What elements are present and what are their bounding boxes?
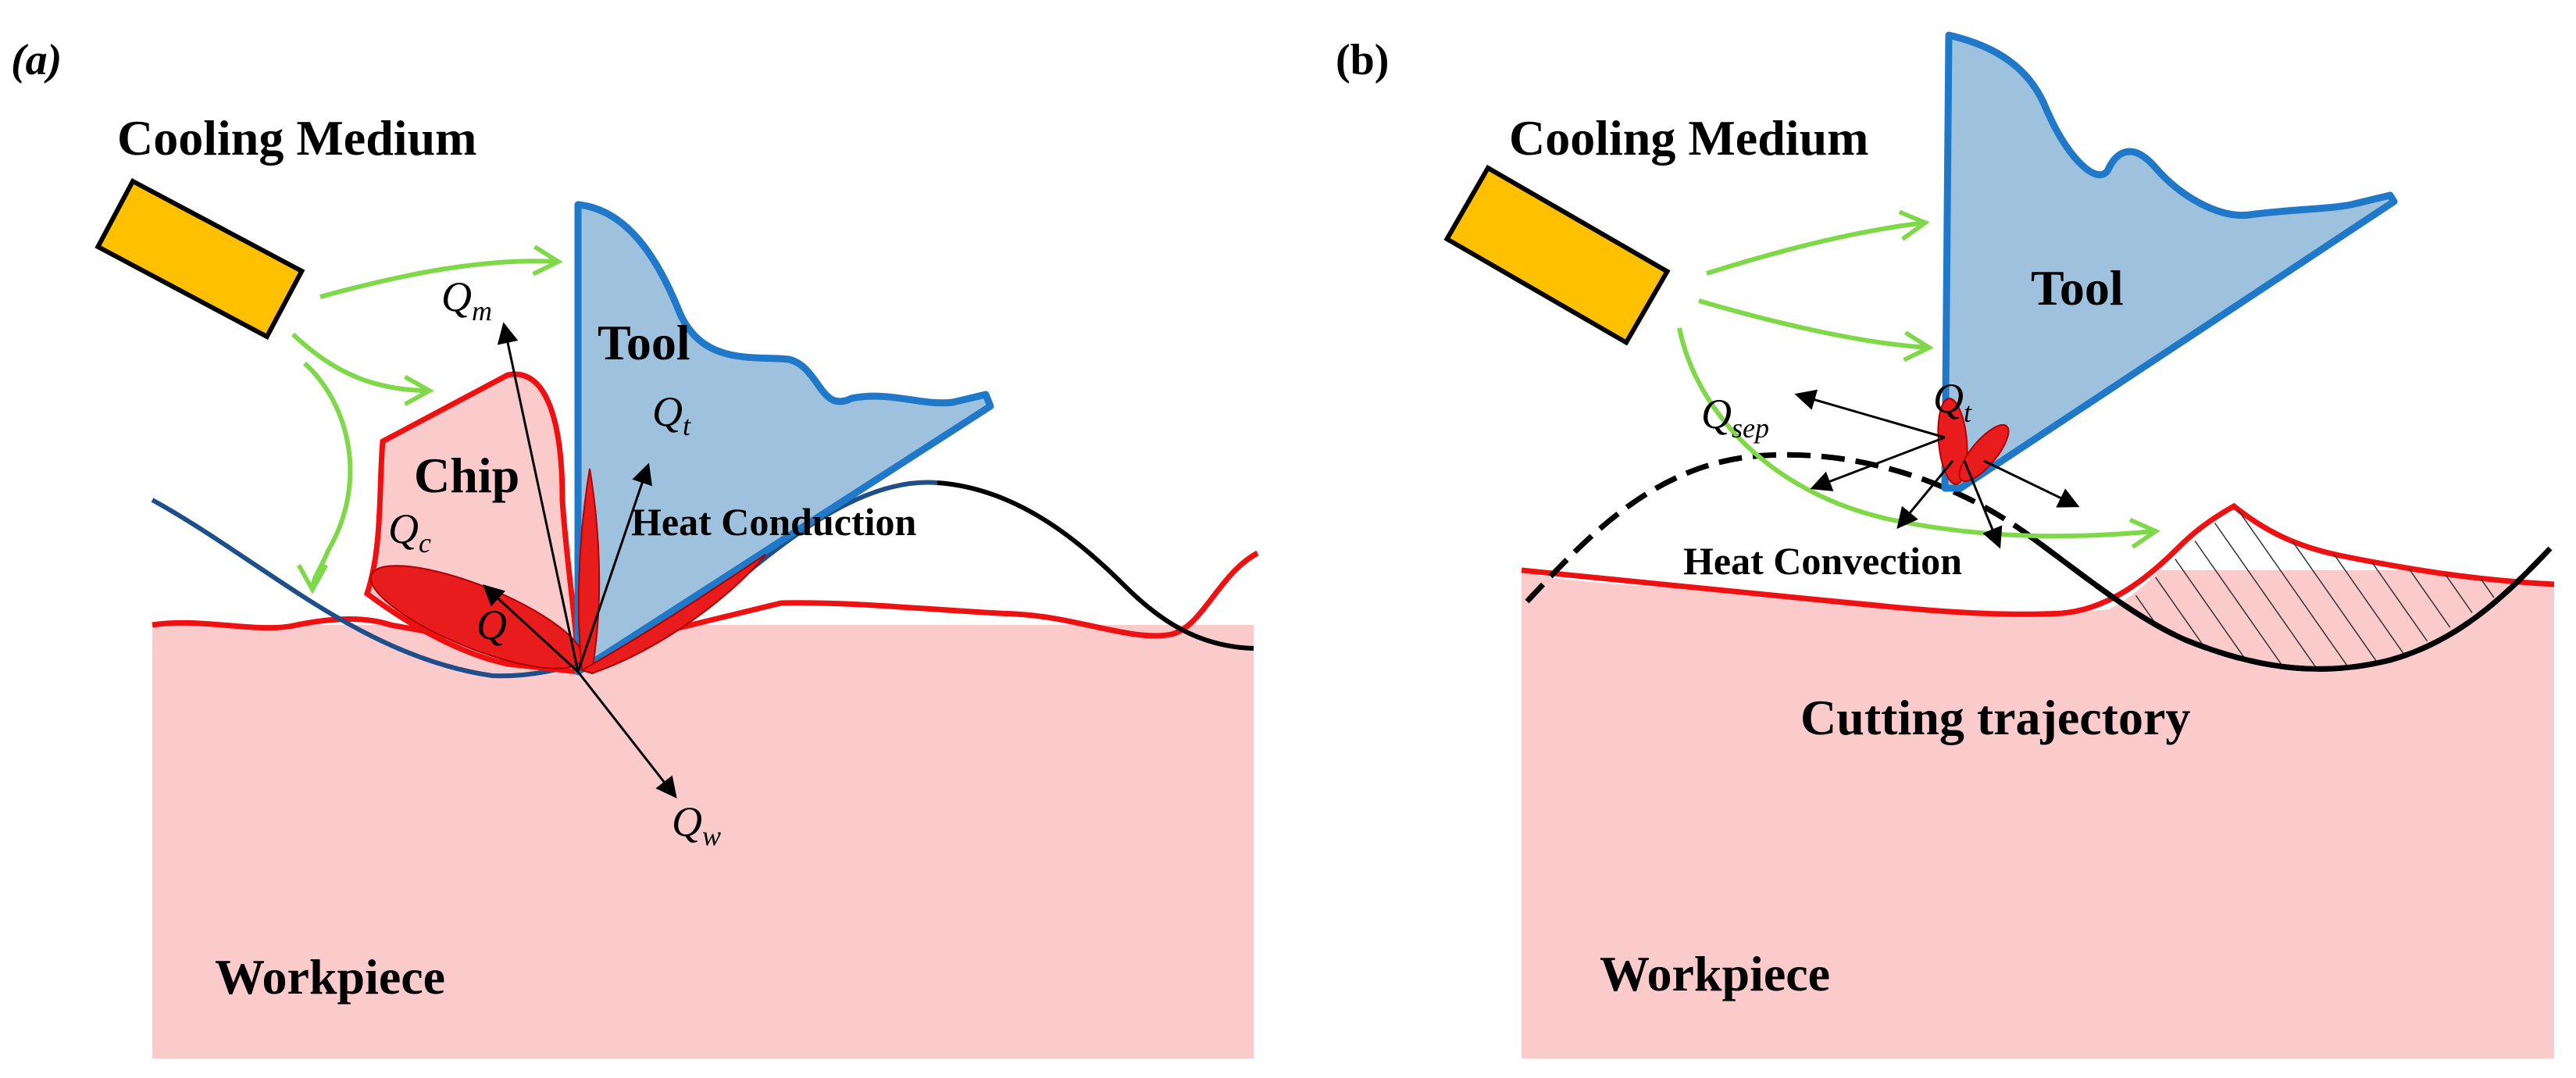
chip-label-a: Chip [414,448,519,503]
q-label: Q [476,601,507,648]
coolant-arrow-a3 [297,361,353,594]
trajectory-curve-a-ahead [937,480,1254,651]
tool-label-a: Tool [598,315,690,370]
heat-arrow-qsep [1794,389,1946,439]
coolant-arrow-b3 [1677,327,2160,549]
coolant-arrow-b1 [1706,209,1930,276]
cutting-trajectory-label: Cutting trajectory [1800,690,2190,745]
heat-conduction-label: Heat Conduction [631,500,917,544]
heat-zone-flank [580,554,766,675]
qc-label: Qc [388,505,431,559]
heat-zone-b2 [1958,424,2010,482]
heat-arrow-qm [497,322,580,673]
qm-label: Qm [441,273,492,327]
cooling-medium-label-b: Cooling Medium [1509,110,1868,166]
qw-label: Qw [672,798,721,851]
panel-b: (b) Cooling Medium Tool Heat Convection … [1336,31,2555,1058]
qt-label-b: Qt [1933,375,1972,428]
panel-label-b: (b) [1336,36,1389,84]
cooling-nozzle-b [1443,164,1671,346]
cooling-nozzle-a [95,177,305,340]
heat-arrow-b-down [1963,460,2003,549]
coolant-arrow-a1 [319,245,563,299]
cooling-medium-label-a: Cooling Medium [117,110,476,166]
workpiece-a [152,625,1254,1058]
workpiece-label-a: Workpiece [215,949,445,1005]
tool-b [1941,31,2398,492]
heat-arrow-b-downleft [1896,460,1954,530]
coolant-arrow-b2 [1698,298,1934,362]
qsep-label: Qsep [1701,391,1769,444]
workpiece-label-b: Workpiece [1600,946,1830,1001]
trajectory-curve-b-solid [2021,529,2553,672]
workpiece-b-top-mask [1522,512,2554,614]
tool-label-b: Tool [2031,260,2124,316]
heat-arrow-qc [483,584,580,673]
panel-label-a: (a) [11,36,62,84]
heat-arrow-qt [576,462,652,673]
hatched-region [2125,506,2515,673]
coolant-arrow-a2 [291,332,434,406]
tool-a [574,201,994,676]
heat-arrow-b-right [1983,459,2080,508]
heat-convection-label: Heat Convection [1683,539,1962,583]
heat-zone-b1 [1937,398,1968,485]
surface-line-b [1521,502,2555,617]
surface-line-a [152,550,1259,659]
qt-label-a: Qt [652,388,691,441]
heat-arrow-b-left [1810,436,1946,491]
heat-arrow-qw [576,671,677,799]
workpiece-b [1522,570,2554,1058]
panel-a: (a) Cooling Medium Tool Chip Heat Conduc… [11,36,1259,1058]
